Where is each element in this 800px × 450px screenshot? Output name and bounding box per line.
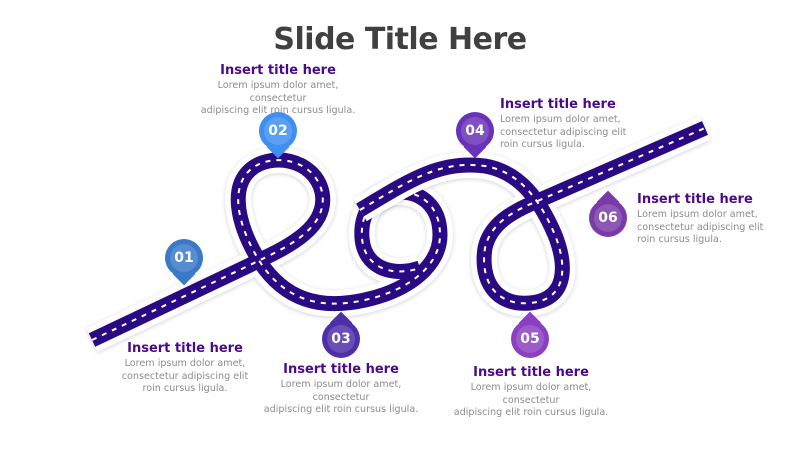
description-line: roin cursus ligula. <box>500 139 585 150</box>
step-06-marker[interactable]: 06 <box>589 190 627 247</box>
step-description: Lorem ipsum dolor amet, consectetur adip… <box>251 379 431 417</box>
step-description: Lorem ipsum dolor amet, consectetur adip… <box>500 114 650 152</box>
step-description: Lorem ipsum dolor amet, consectetur adip… <box>441 382 621 420</box>
step-title: Insert title here <box>637 192 753 207</box>
step-title: Insert title here <box>473 365 589 380</box>
step-01-marker[interactable]: 01 <box>165 239 203 287</box>
step-number: 02 <box>264 117 292 145</box>
step-description: Lorem ipsum dolor amet, consectetur adip… <box>110 358 260 396</box>
slide-title: Slide Title Here <box>273 22 527 57</box>
description-line: consectetur adipiscing elit <box>500 126 627 138</box>
description-line: Lorem ipsum dolor amet, <box>637 209 758 220</box>
description-line: roin cursus ligula. <box>637 234 722 245</box>
step-description: Lorem ipsum dolor amet, consectetur adip… <box>637 209 787 247</box>
step-01-text: Insert title here Lorem ipsum dolor amet… <box>110 341 260 396</box>
step-number: 01 <box>170 244 198 272</box>
step-title: Insert title here <box>283 362 399 377</box>
description-line: Lorem ipsum dolor amet, consectetur <box>280 379 402 403</box>
step-number: 05 <box>516 325 544 353</box>
step-number: 04 <box>461 117 489 145</box>
step-03-marker[interactable]: 03 <box>322 311 360 368</box>
step-description: Lorem ipsum dolor amet, consectetur adip… <box>188 80 368 118</box>
step-05-text: Insert title here Lorem ipsum dolor amet… <box>441 365 621 420</box>
description-line: Lorem ipsum dolor amet, consectetur <box>470 382 592 406</box>
description-line: adipiscing elit roin cursus ligula. <box>263 404 419 415</box>
step-number: 06 <box>594 204 622 232</box>
description-line: Lorem ipsum dolor amet, <box>124 358 246 369</box>
step-02-text: Insert title here Lorem ipsum dolor amet… <box>188 63 368 118</box>
step-number: 03 <box>327 325 355 353</box>
description-line: Lorem ipsum dolor amet, <box>500 114 621 125</box>
step-title: Insert title here <box>500 97 616 112</box>
step-02-marker[interactable]: 02 <box>259 112 297 160</box>
step-03-text: Insert title here Lorem ipsum dolor amet… <box>251 362 431 417</box>
step-title: Insert title here <box>127 341 243 356</box>
description-line: adipiscing elit roin cursus ligula. <box>200 105 356 116</box>
step-04-marker[interactable]: 04 <box>456 112 494 160</box>
description-line: consectetur adipiscing elit <box>121 370 249 382</box>
description-line: consectetur adipiscing elit <box>637 221 764 233</box>
step-title: Insert title here <box>220 63 336 78</box>
step-06-text: Insert title here Lorem ipsum dolor amet… <box>637 192 787 247</box>
description-line: roin cursus ligula. <box>142 383 228 394</box>
description-line: Lorem ipsum dolor amet, consectetur <box>217 80 339 104</box>
step-05-marker[interactable]: 05 <box>511 311 549 368</box>
step-04-text: Insert title here Lorem ipsum dolor amet… <box>500 97 650 152</box>
description-line: adipiscing elit roin cursus ligula. <box>453 407 609 418</box>
